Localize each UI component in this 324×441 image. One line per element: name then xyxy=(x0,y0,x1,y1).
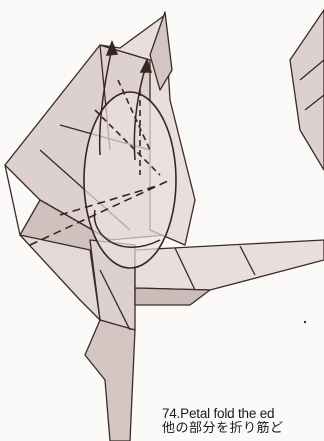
tail-underside xyxy=(135,288,210,305)
model-tail xyxy=(135,240,324,305)
leg-lower xyxy=(85,320,135,441)
step-caption-en: 74.Petal fold the ed xyxy=(162,407,324,421)
step-caption-ja: 他の部分を折り筋ど xyxy=(162,421,324,433)
next-step-model xyxy=(290,10,324,170)
step-caption: 74.Petal fold the ed 他の部分を折り筋ど xyxy=(162,407,324,433)
tail-top xyxy=(135,240,324,290)
